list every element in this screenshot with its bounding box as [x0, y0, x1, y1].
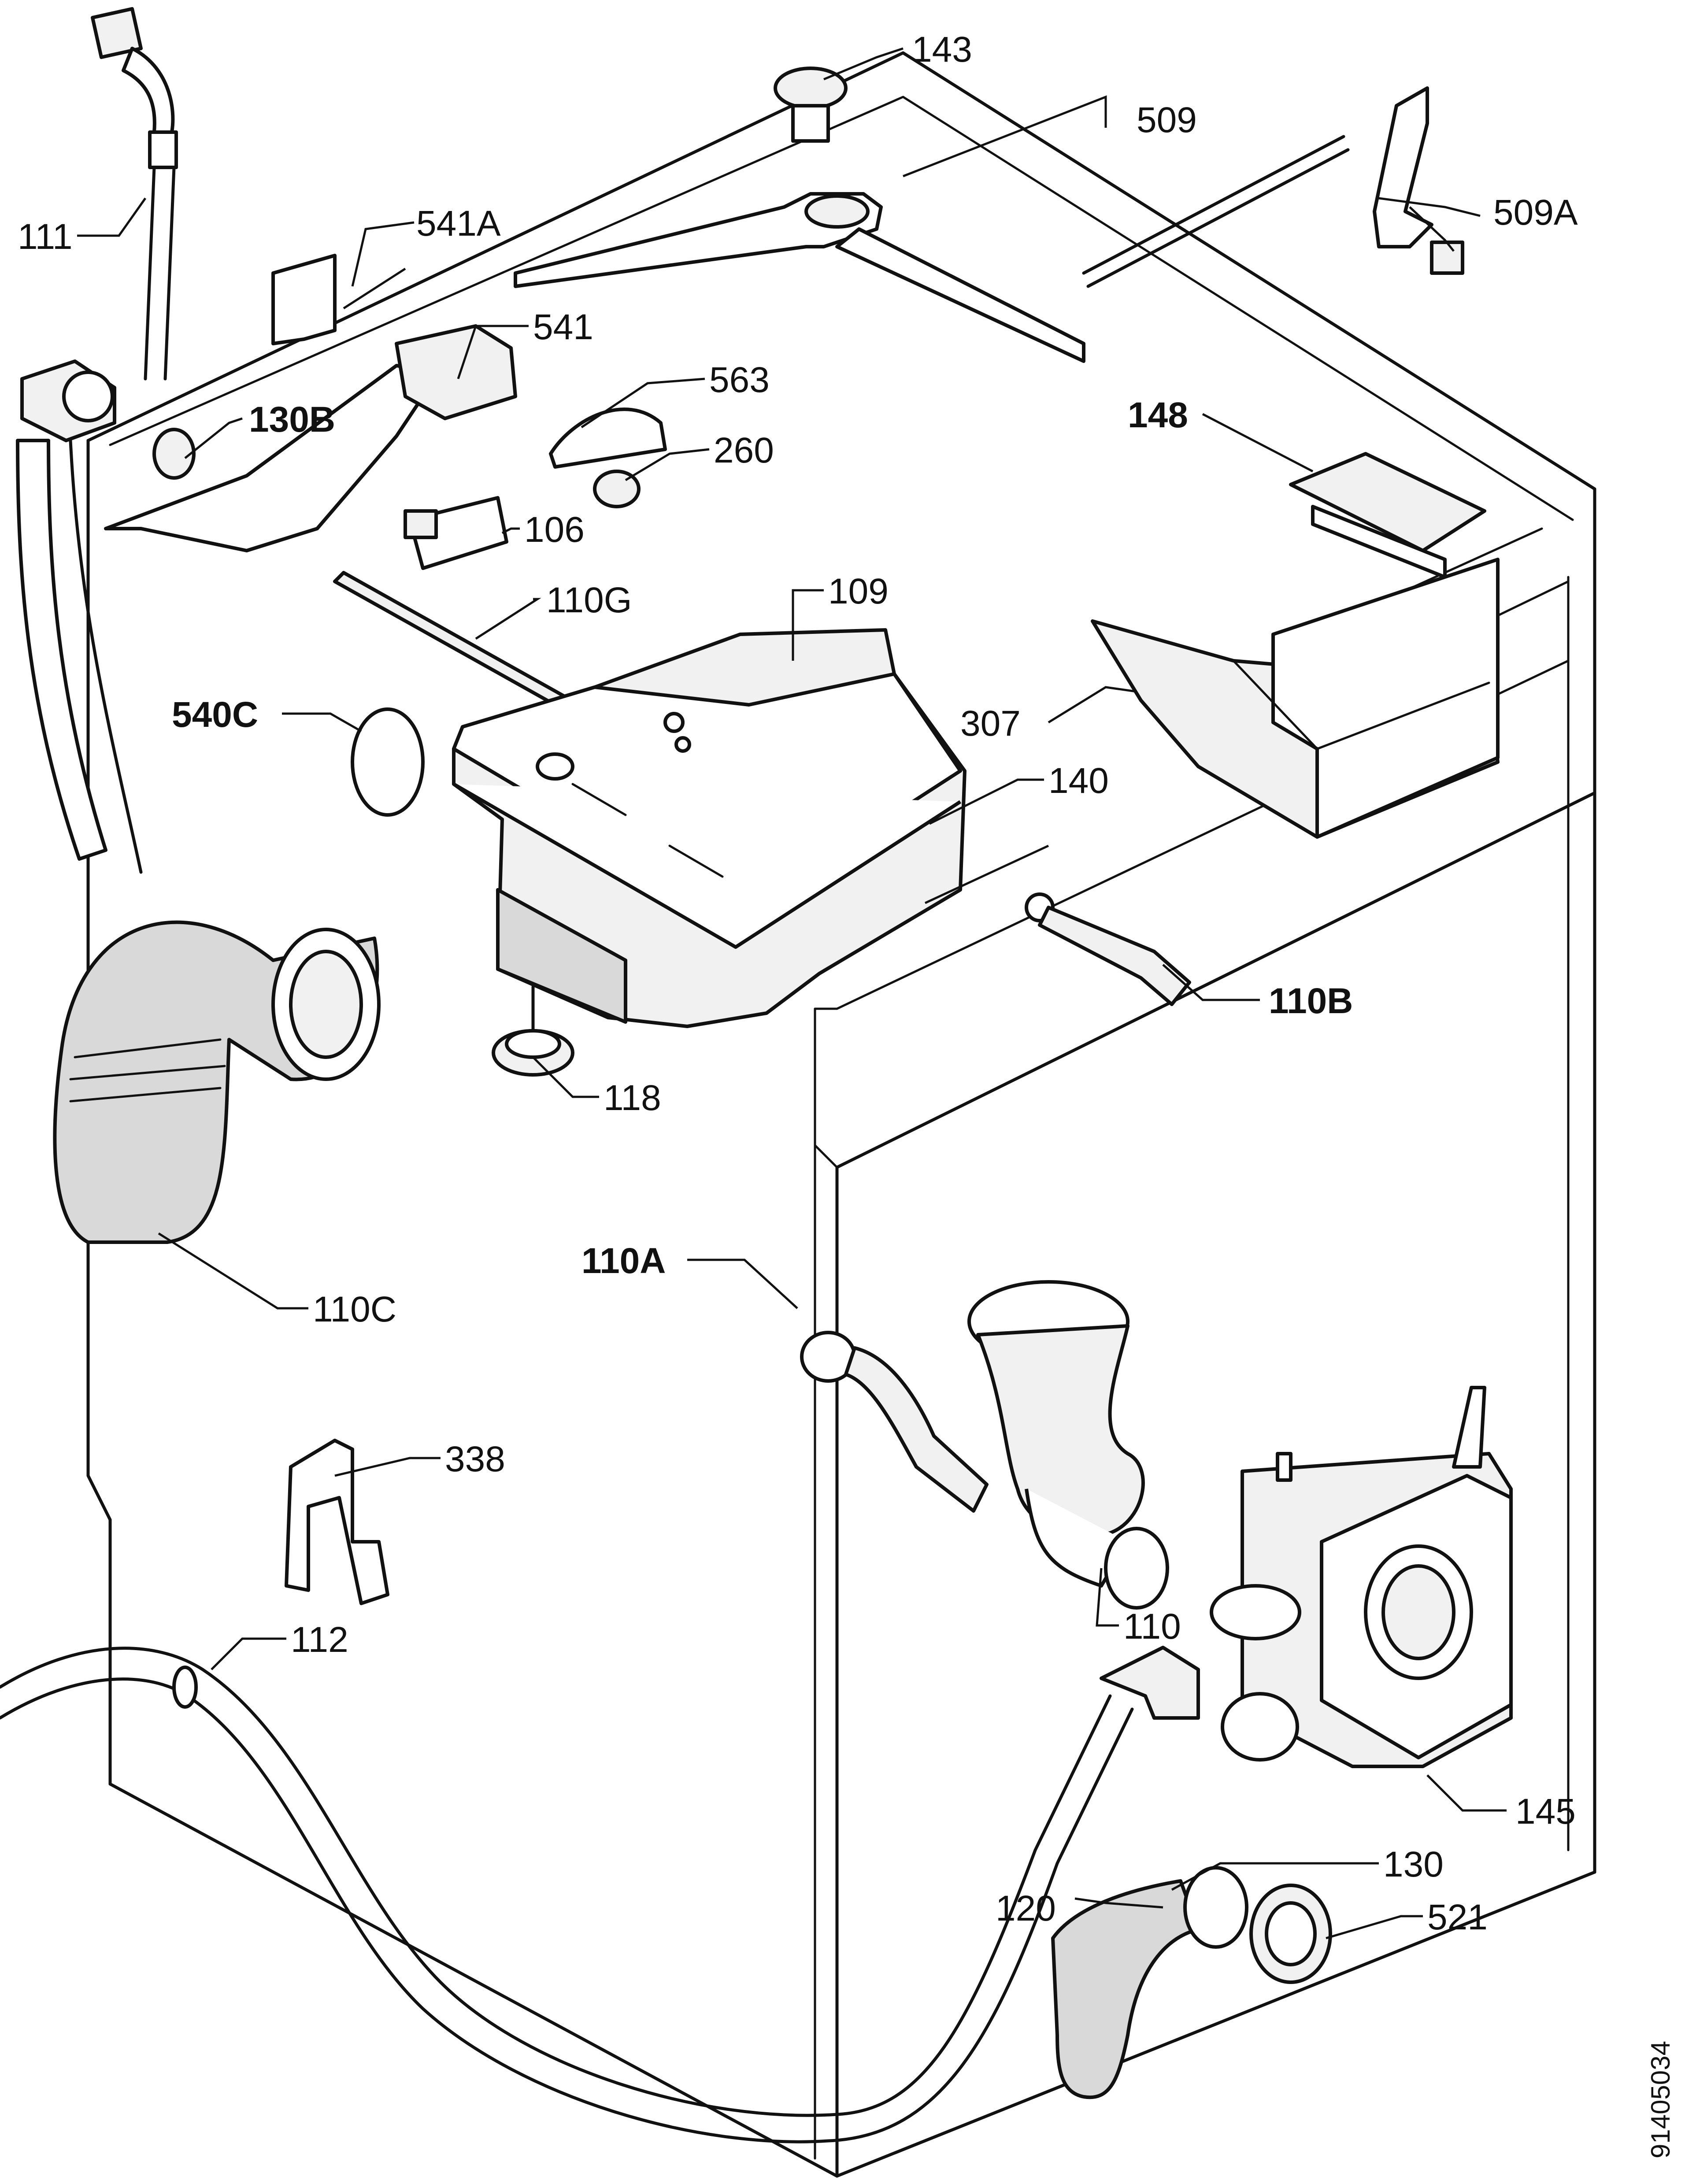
leader-lines — [77, 47, 1507, 1940]
callout-541a: 541A — [416, 204, 501, 244]
hose-110a — [800, 1331, 989, 1513]
top-parts-143-509 — [514, 67, 1464, 363]
clip-338 — [285, 1439, 389, 1605]
cabinet-outline — [86, 51, 1596, 2178]
callout-509a: 509A — [1493, 192, 1578, 233]
callout-260: 260 — [714, 430, 774, 470]
dispenser-drawer-307 — [1091, 558, 1500, 839]
valve-118 — [492, 985, 574, 1077]
pump-145 — [1210, 1386, 1513, 1768]
switch-148 — [1289, 452, 1486, 579]
callout-110a: 110A — [581, 1241, 666, 1281]
inlet-bracket-assembly — [104, 254, 667, 570]
callout-106: 106 — [524, 510, 585, 550]
filter-assembly-120-130-521 — [1051, 1866, 1332, 2099]
callout-112: 112 — [291, 1620, 348, 1660]
callout-120: 120 — [996, 1888, 1056, 1929]
callout-563: 563 — [709, 360, 770, 400]
fill-hose-110c — [16, 359, 381, 1244]
callout-130b: 130B — [249, 400, 335, 440]
dispenser-housing-109-140 — [452, 628, 967, 1028]
callout-130: 130 — [1383, 1844, 1444, 1884]
callout-109: 109 — [828, 571, 889, 611]
inlet-hose-111 — [91, 7, 178, 381]
callout-110g: 110G — [546, 580, 632, 620]
drain-hose-112 — [0, 1646, 1200, 2143]
callout-110b: 110B — [1269, 981, 1353, 1021]
document-number: 91405034 — [1646, 2041, 1675, 2158]
tube-110g-cap-540c — [333, 571, 566, 817]
callout-509: 509 — [1137, 100, 1197, 140]
callout-145: 145 — [1515, 1792, 1576, 1832]
callout-110: 110 — [1123, 1607, 1181, 1647]
callout-110c: 110C — [313, 1289, 396, 1329]
callout-148: 148 — [1128, 395, 1188, 435]
callout-111: 111 — [18, 217, 73, 257]
callout-540c: 540C — [172, 695, 258, 735]
callout-118: 118 — [604, 1078, 661, 1118]
callout-140: 140 — [1048, 761, 1109, 801]
callout-521: 521 — [1427, 1897, 1488, 1937]
callout-338: 338 — [445, 1439, 505, 1479]
callout-307: 307 — [960, 703, 1021, 744]
callout-541: 541 — [533, 307, 593, 347]
callout-labels: 111 143 509 509A 541A 541 130B 563 260 1… — [18, 30, 1675, 2158]
callout-143: 143 — [912, 30, 972, 70]
hose-110b — [1025, 892, 1191, 1006]
bellows-110 — [967, 1280, 1169, 1610]
